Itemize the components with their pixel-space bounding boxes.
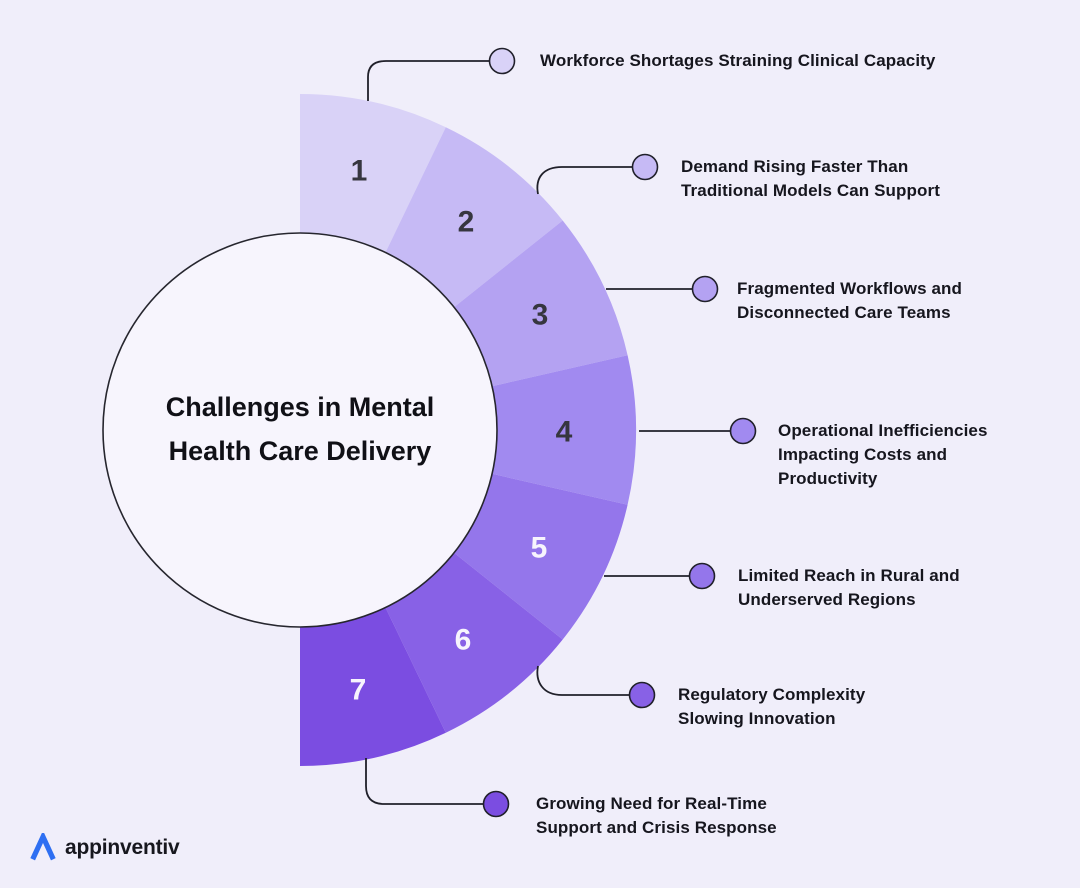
- connector-line-1: [367, 60, 489, 101]
- fan-segment-5: [454, 473, 628, 640]
- segment-label-7: Growing Need for Real-Time Support and C…: [536, 794, 777, 837]
- fan-segment-6: [385, 552, 563, 733]
- connector-dot-4: [729, 417, 757, 445]
- segment-number-2: 2: [458, 206, 475, 239]
- connector-dot-2: [631, 153, 659, 181]
- appinventiv-logo-icon: [30, 833, 56, 861]
- segment-number-7: 7: [350, 674, 367, 707]
- fan-segment-7: [300, 607, 446, 766]
- segment-number-4: 4: [556, 416, 573, 449]
- fan-segment-1: [300, 94, 446, 253]
- connector-dot-7: [482, 790, 510, 818]
- fan-segment-2: [385, 127, 563, 308]
- center-circle: [102, 232, 498, 628]
- segment-label-2: Demand Rising Faster Than Traditional Mo…: [681, 157, 940, 200]
- segment-number-5: 5: [531, 532, 548, 565]
- connector-line-2: [536, 166, 632, 195]
- appinventiv-logo: appinventiv: [28, 833, 180, 863]
- connector-dot-6: [628, 681, 656, 709]
- connector-dot-5: [688, 562, 716, 590]
- segment-label-3: Fragmented Workflows and Disconnected Ca…: [737, 279, 963, 322]
- segment-label-5: Limited Reach in Rural and Underserved R…: [738, 566, 960, 609]
- fan-segment-3: [454, 220, 628, 387]
- segment-number-3: 3: [532, 299, 549, 332]
- connector-line-7: [365, 758, 483, 805]
- segment-label-4: Operational Inefficiencies Impacting Cos…: [778, 421, 988, 488]
- segment-number-6: 6: [455, 624, 472, 657]
- connector-dot-3: [691, 275, 719, 303]
- connector-dot-1: [488, 47, 516, 75]
- segment-label-6: Regulatory Complexity Slowing Innovation: [678, 685, 866, 728]
- segment-label-1: Workforce Shortages Straining Clinical C…: [540, 51, 936, 70]
- appinventiv-logo-text: appinventiv: [65, 836, 180, 859]
- fan-segment-4: [492, 355, 637, 505]
- segment-number-1: 1: [351, 155, 368, 188]
- connector-line-6: [536, 665, 629, 696]
- diagram-title: Challenges in Mental Health Care Deliver…: [165, 392, 435, 466]
